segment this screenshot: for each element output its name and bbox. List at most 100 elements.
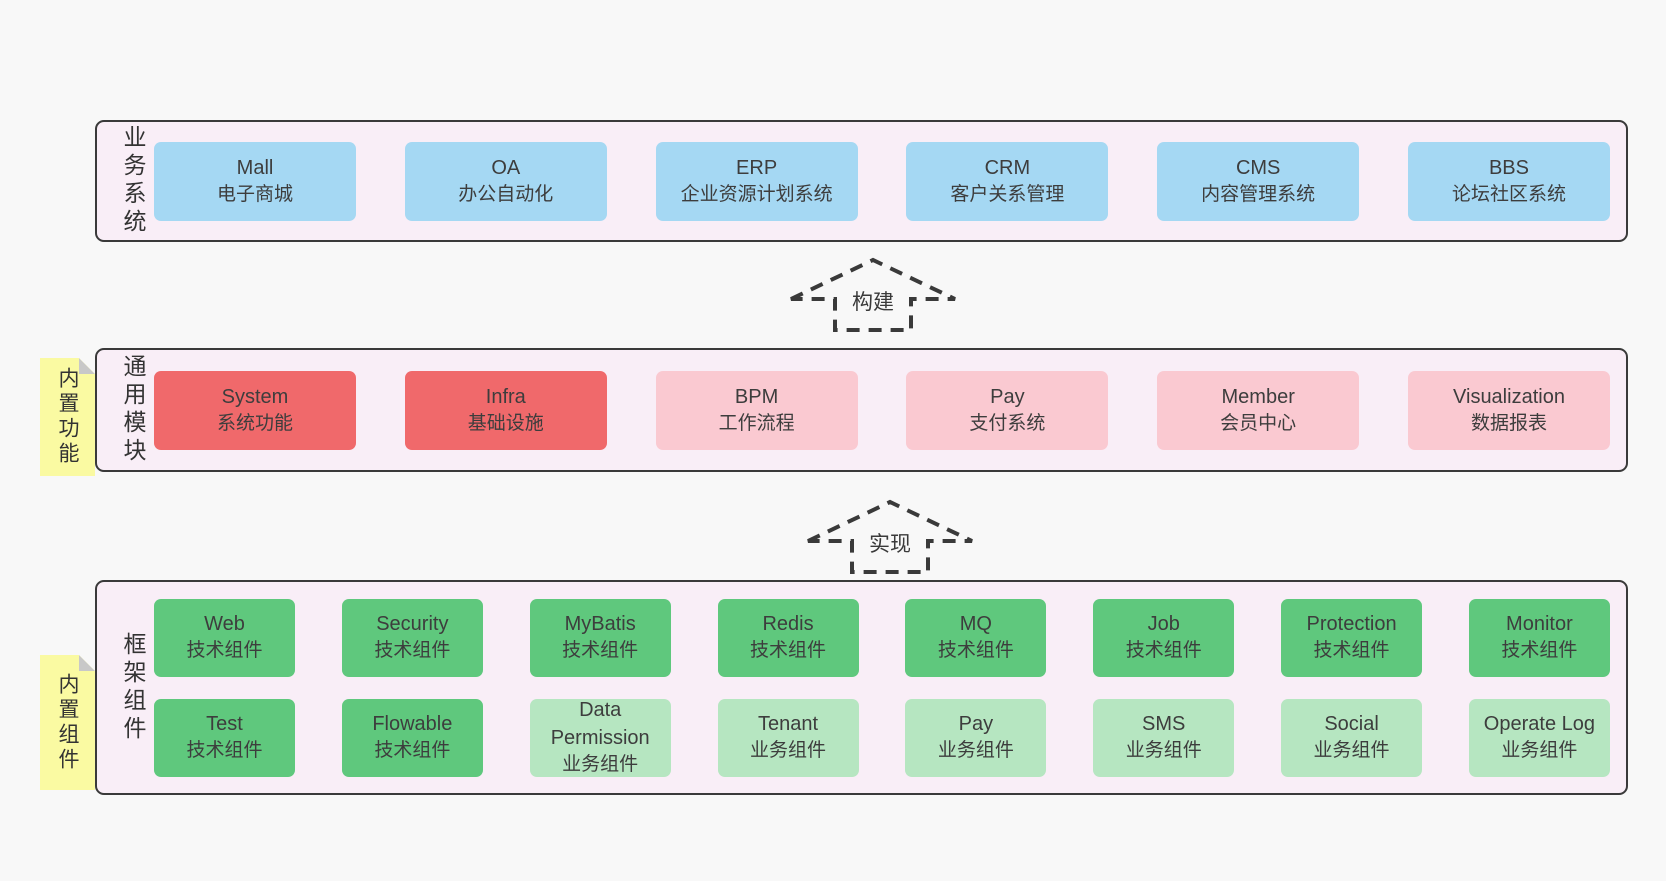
box-title: Security	[376, 613, 449, 636]
box-member: Member 会员中心	[1157, 370, 1360, 450]
box-title: ERP	[736, 156, 778, 179]
box-subtitle: 技术组件	[1313, 640, 1390, 662]
framework-components-panel: 框架组件 Web 技术组件 Security 技术组件 MyBatis 技术组件…	[95, 580, 1628, 795]
framework-components-rows: Web 技术组件 Security 技术组件 MyBatis 技术组件 Redi…	[144, 598, 1626, 777]
box-security: Security 技术组件	[341, 598, 483, 677]
box-oa: OA 办公自动化	[404, 141, 607, 221]
box-title: Operate Log	[1483, 713, 1595, 736]
box-title: CMS	[1235, 156, 1281, 179]
common-modules-boxes: System 系统功能 Infra 基础设施 BPM 工作流程 Pay 支付系统…	[144, 370, 1626, 450]
box-subtitle: 业务组件	[1313, 740, 1390, 762]
box-subtitle: 技术组件	[374, 740, 451, 762]
box-subtitle: 业务组件	[750, 740, 827, 762]
implement-arrow-label: 实现	[864, 528, 916, 558]
box-subtitle: 企业资源计划系统	[680, 183, 833, 205]
builtin-features-note-label: 内置功能	[56, 367, 79, 467]
box-title: Member	[1221, 385, 1295, 408]
box-title: MyBatis	[564, 613, 636, 636]
box-job: Job 技术组件	[1093, 598, 1235, 677]
box-title: MQ	[959, 613, 992, 636]
box-subtitle: 技术组件	[186, 640, 263, 662]
box-subtitle: 系统功能	[216, 412, 293, 434]
build-arrow-label: 构建	[847, 286, 899, 316]
box-subtitle: 支付系统	[969, 412, 1046, 434]
box-subtitle: 技术组件	[186, 740, 263, 762]
box-title: Monitor	[1506, 613, 1573, 636]
box-title: Mall	[236, 156, 274, 179]
box-subtitle: 电子商城	[216, 183, 293, 205]
box-subtitle: 技术组件	[374, 640, 451, 662]
box-bbs: BBS 论坛社区系统	[1407, 141, 1610, 221]
box-title: SMS	[1142, 713, 1186, 736]
box-title: CRM	[984, 156, 1031, 179]
box-subtitle: 论坛社区系统	[1451, 183, 1566, 205]
box-infra: Infra 基础设施	[404, 370, 607, 450]
box-social: Social 业务组件	[1281, 698, 1423, 777]
box-title: BPM	[734, 385, 779, 408]
box-subtitle: 业务组件	[1125, 740, 1202, 762]
box-pay-component: Pay 业务组件	[905, 698, 1047, 777]
box-subtitle: 技术组件	[1501, 640, 1578, 662]
builtin-components-note: 内置组件	[40, 655, 95, 790]
box-monitor: Monitor 技术组件	[1468, 598, 1610, 677]
box-subtitle: 内容管理系统	[1201, 183, 1316, 205]
box-title: Protection	[1306, 613, 1397, 636]
box-title: System	[221, 385, 289, 408]
framework-components-label: 框架组件	[120, 631, 146, 744]
box-visualization: Visualization 数据报表	[1407, 370, 1610, 450]
box-mall: Mall 电子商城	[154, 141, 356, 221]
box-system: System 系统功能	[154, 370, 356, 450]
box-title: Web	[204, 613, 245, 636]
box-title: OA	[491, 156, 521, 179]
box-subtitle: 技术组件	[562, 640, 639, 662]
box-title: Data Permission	[550, 699, 650, 750]
box-title: Test	[206, 713, 243, 736]
dashed-up-arrow-icon	[790, 257, 956, 332]
business-systems-panel: 业务系统 Mall 电子商城 OA 办公自动化 ERP 企业资源计划系统 CRM…	[95, 120, 1628, 242]
box-sms: SMS 业务组件	[1093, 698, 1235, 777]
build-arrow-icon: 构建	[788, 256, 958, 334]
box-subtitle: 工作流程	[718, 412, 795, 434]
framework-row-1: Web 技术组件 Security 技术组件 MyBatis 技术组件 Redi…	[154, 598, 1610, 677]
box-pay-module: Pay 支付系统	[906, 370, 1109, 450]
box-title: Infra	[485, 385, 526, 408]
common-modules-label: 通用模块	[120, 354, 146, 466]
box-subtitle: 会员中心	[1220, 412, 1297, 434]
box-subtitle: 业务组件	[1501, 740, 1578, 762]
box-title: Job	[1147, 613, 1180, 636]
box-subtitle: 业务组件	[562, 754, 639, 776]
box-title: Tenant	[758, 713, 819, 736]
box-subtitle: 数据报表	[1470, 412, 1547, 434]
box-web: Web 技术组件	[154, 598, 295, 677]
box-tenant: Tenant 业务组件	[717, 698, 859, 777]
implement-arrow-icon: 实现	[805, 498, 975, 576]
box-mq: MQ 技术组件	[905, 598, 1047, 677]
box-bpm: BPM 工作流程	[655, 370, 858, 450]
box-subtitle: 技术组件	[1125, 640, 1202, 662]
box-protection: Protection 技术组件	[1281, 598, 1423, 677]
box-test: Test 技术组件	[154, 698, 295, 777]
common-modules-panel: 通用模块 System 系统功能 Infra 基础设施 BPM 工作流程 Pay…	[95, 348, 1628, 472]
box-title: Pay	[990, 385, 1025, 408]
box-subtitle: 业务组件	[937, 740, 1014, 762]
box-mybatis: MyBatis 技术组件	[529, 598, 671, 677]
builtin-components-note-label: 内置组件	[56, 672, 79, 773]
business-systems-label: 业务系统	[120, 125, 146, 237]
box-operate-log: Operate Log 业务组件	[1468, 698, 1610, 777]
box-title: Flowable	[372, 713, 453, 736]
box-title: BBS	[1488, 156, 1529, 179]
framework-row-2: Test 技术组件 Flowable 技术组件 Data Permission …	[154, 698, 1610, 777]
box-title: Social	[1324, 713, 1379, 736]
box-cms: CMS 内容管理系统	[1157, 141, 1360, 221]
box-subtitle: 办公自动化	[458, 183, 554, 205]
box-redis: Redis 技术组件	[717, 598, 859, 677]
box-title: Redis	[762, 613, 814, 636]
box-subtitle: 技术组件	[937, 640, 1014, 662]
box-erp: ERP 企业资源计划系统	[655, 141, 858, 221]
box-crm: CRM 客户关系管理	[906, 141, 1109, 221]
box-title: Pay	[958, 713, 994, 736]
box-title: Visualization	[1453, 385, 1565, 408]
builtin-features-note: 内置功能	[40, 358, 95, 476]
box-subtitle: 基础设施	[467, 412, 544, 434]
dashed-up-arrow-icon	[807, 499, 973, 574]
